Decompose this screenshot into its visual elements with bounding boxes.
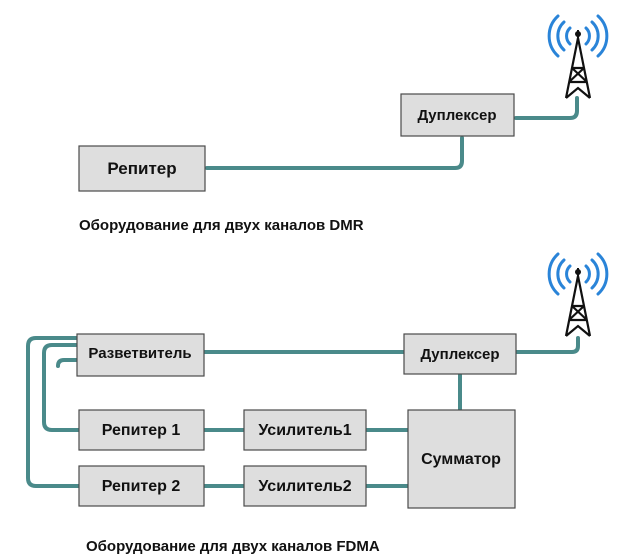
duplexer-label: Дуплексер [417, 107, 496, 124]
wire-repeater-to-duplexer [205, 136, 464, 170]
wire-splitter-to-repeater1 [42, 343, 81, 432]
repeater2-label: Репитер 2 [102, 478, 181, 495]
dmr-caption: Оборудование для двух каналов DMR [79, 217, 364, 234]
splitter-block: Разветвитель [76, 333, 205, 377]
splitter-label: Разветвитель [88, 345, 191, 362]
repeater2-block: Репитер 2 [78, 465, 205, 507]
antenna-tower-icon [564, 268, 592, 337]
combiner-block: Сумматор [407, 409, 516, 509]
dmr-diagram: Репитер Дуплексер Оборудование для двух … [78, 14, 609, 234]
duplexer-label-2: Дуплексер [420, 346, 499, 363]
repeater1-block: Репитер 1 [78, 409, 205, 451]
amplifier2-block: Усилитель2 [243, 465, 367, 507]
fdma-diagram: Разветвитель Дуплексер Репитер 1 Репитер… [26, 252, 609, 555]
duplexer-block-2: Дуплексер [403, 333, 517, 375]
repeater-label: Репитер [107, 159, 176, 178]
wire-duplexer-to-antenna [514, 96, 579, 120]
repeater-block: Репитер [78, 145, 206, 192]
amplifier2-label: Усилитель2 [258, 478, 351, 495]
fdma-caption: Оборудование для двух каналов FDMA [86, 538, 380, 555]
antenna-tower-icon [564, 30, 592, 99]
amplifier1-label: Усилитель1 [258, 422, 351, 439]
signal-waves-icon [547, 14, 609, 58]
combiner-label: Сумматор [421, 451, 501, 468]
wire-splitter-to-repeater2 [26, 336, 81, 488]
wire-duplexer-to-antenna-2 [514, 336, 580, 354]
signal-waves-icon [547, 252, 609, 296]
repeater1-label: Репитер 1 [102, 422, 181, 439]
duplexer-block: Дуплексер [400, 93, 515, 137]
amplifier1-block: Усилитель1 [243, 409, 367, 451]
